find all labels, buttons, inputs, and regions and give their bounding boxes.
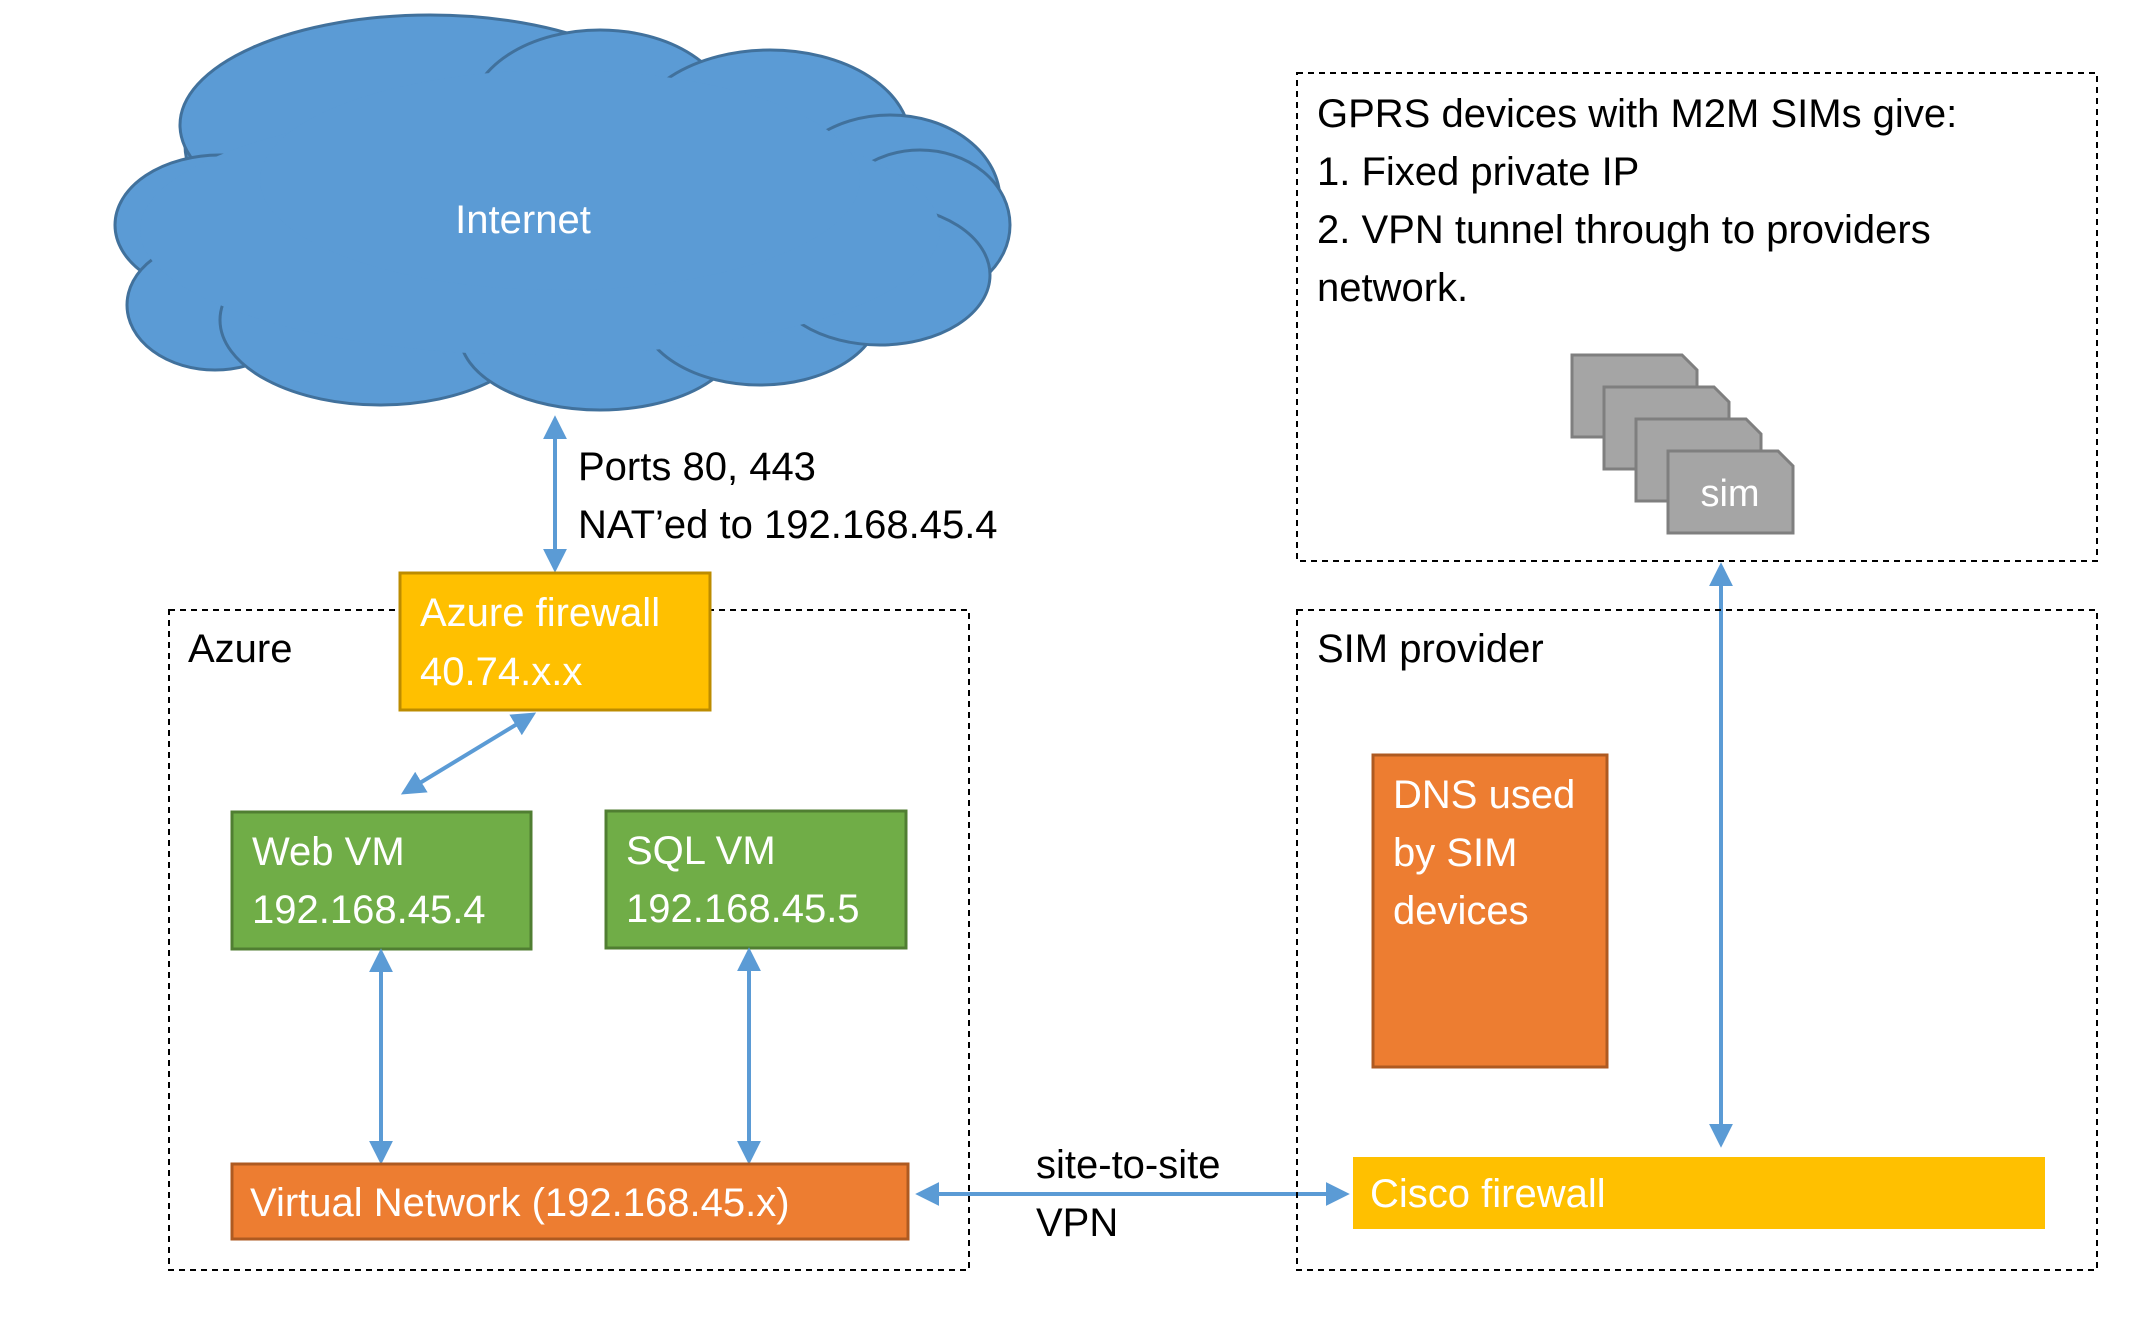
vpn-label-line1: site-to-site — [1036, 1143, 1221, 1187]
sim-card-label: sim — [1700, 473, 1759, 515]
dns-box — [1371, 753, 1609, 1069]
azure-firewall-box — [398, 571, 712, 712]
sql-vm-line1: SQL VM — [626, 829, 776, 873]
gprs-note-line2: 1. Fixed private IP — [1317, 150, 1639, 194]
web-vm-line1: Web VM — [252, 830, 405, 874]
web-vm-box — [230, 810, 533, 951]
cisco-firewall-box — [1353, 1157, 2045, 1229]
dns-line3: devices — [1393, 889, 1529, 933]
sim-provider-group-label: SIM provider — [1317, 627, 1544, 671]
virtual-network-label: Virtual Network (192.168.45.x) — [250, 1181, 790, 1225]
azure-firewall-line2: 40.74.x.x — [420, 650, 582, 694]
sql-vm-line2: 192.168.45.5 — [626, 887, 860, 931]
sim-provider-group-box — [1296, 609, 2098, 1271]
azure-group-label: Azure — [188, 627, 293, 671]
web-vm-line2: 192.168.45.4 — [252, 888, 486, 932]
gprs-note-box — [1296, 72, 2098, 562]
dns-line2: by SIM — [1393, 831, 1517, 875]
gprs-note-line4: network. — [1317, 266, 1468, 310]
gprs-note-line1: GPRS devices with M2M SIMs give: — [1317, 92, 1957, 136]
arrow-firewall-webvm — [400, 712, 537, 795]
internet-cloud: Internet — [113, 13, 1012, 412]
sql-vm-box — [604, 809, 908, 950]
nat-note-line1: Ports 80, 443 — [578, 445, 816, 489]
virtual-network-box — [230, 1162, 910, 1241]
azure-firewall-line1: Azure firewall — [420, 591, 660, 635]
cisco-firewall-label: Cisco firewall — [1370, 1172, 1606, 1216]
sim-card-stack: sim — [1570, 353, 1795, 535]
sim-card-4 — [1666, 449, 1795, 535]
internet-label: Internet — [455, 198, 591, 242]
vpn-label-line2: VPN — [1036, 1201, 1118, 1245]
dns-line1: DNS used — [1393, 773, 1575, 817]
nat-note-line2: NAT’ed to 192.168.45.4 — [578, 503, 998, 547]
gprs-note-line3: 2. VPN tunnel through to providers — [1317, 208, 1931, 252]
